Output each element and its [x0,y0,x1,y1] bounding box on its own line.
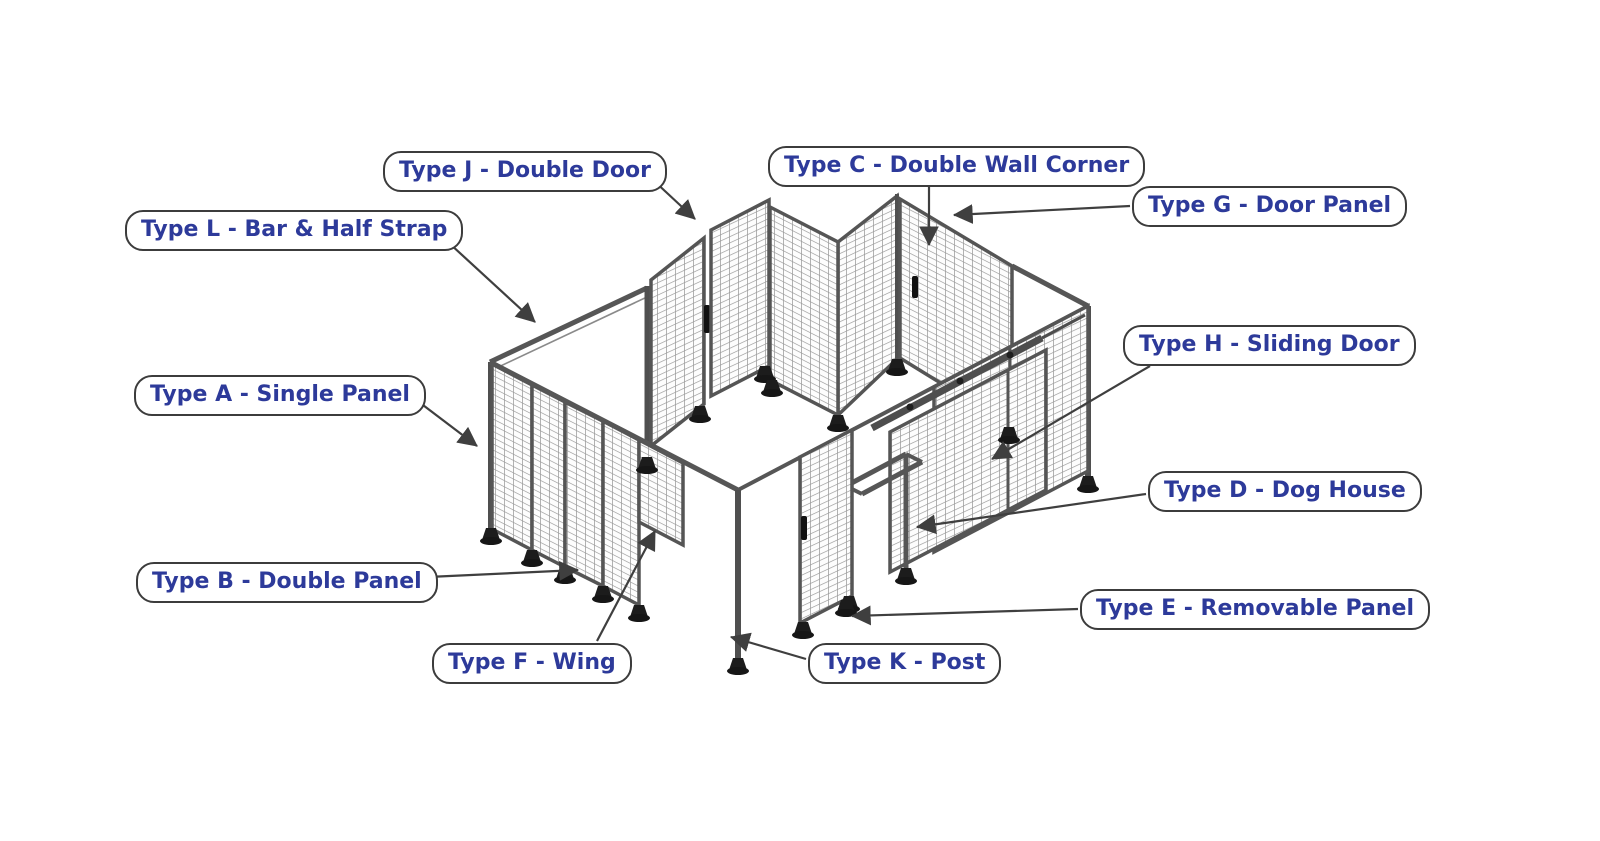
label-type-e: Type E - Removable Panel [1080,589,1431,630]
arrow-type-g [952,204,1131,224]
single-panel [490,361,534,553]
arrow-type-d [915,492,1147,535]
label-type-k: Type K - Post [808,643,1002,684]
label-type-j: Type J - Double Door [383,151,667,192]
double-wall-corner-far-panel [836,192,899,420]
double-panel-2 [563,399,605,589]
label-type-l: Type L - Bar & Half Strap [125,210,464,251]
label-type-g: Type G - Door Panel [1132,186,1408,227]
removable-panel [798,427,854,626]
label-type-f: Type F - Wing [432,643,632,684]
arrow-type-a [414,398,478,447]
double-wall-corner-near-panel [768,204,840,418]
arrow-type-e [850,605,1079,626]
arrow-type-f [596,530,656,642]
arrow-type-l [448,242,536,323]
double-door [644,197,771,457]
double-door-leaf-left [649,234,706,450]
double-panel-3 [601,418,641,608]
bar-and-half-strap [488,285,649,372]
arrow-type-b [427,560,580,581]
label-type-d: Type D - Dog House [1148,471,1422,512]
label-type-c: Type C - Double Wall Corner [768,146,1146,187]
label-type-a: Type A - Single Panel [134,375,426,416]
double-panel-1 [530,382,567,570]
label-type-h: Type H - Sliding Door [1123,325,1416,366]
sw-top-rail [488,359,740,493]
ne-top-rail [1010,263,1090,309]
arrow-type-h [991,365,1151,460]
label-type-b: Type B - Double Panel [136,562,438,603]
arrow-type-k [729,632,807,661]
sliding-door-track [870,334,1044,432]
